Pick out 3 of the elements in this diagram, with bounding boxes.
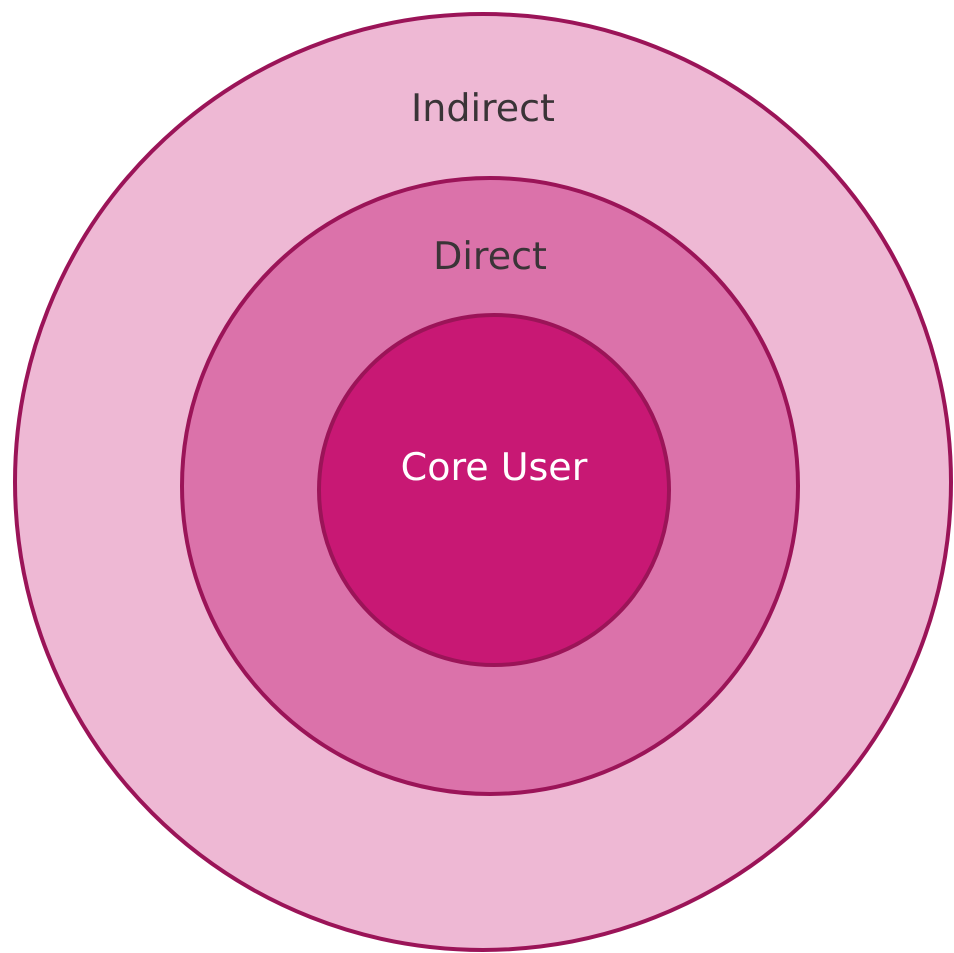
- ring-label: Indirect: [411, 86, 555, 130]
- ring-label: Core User: [400, 445, 588, 489]
- ring-label: Direct: [433, 234, 547, 278]
